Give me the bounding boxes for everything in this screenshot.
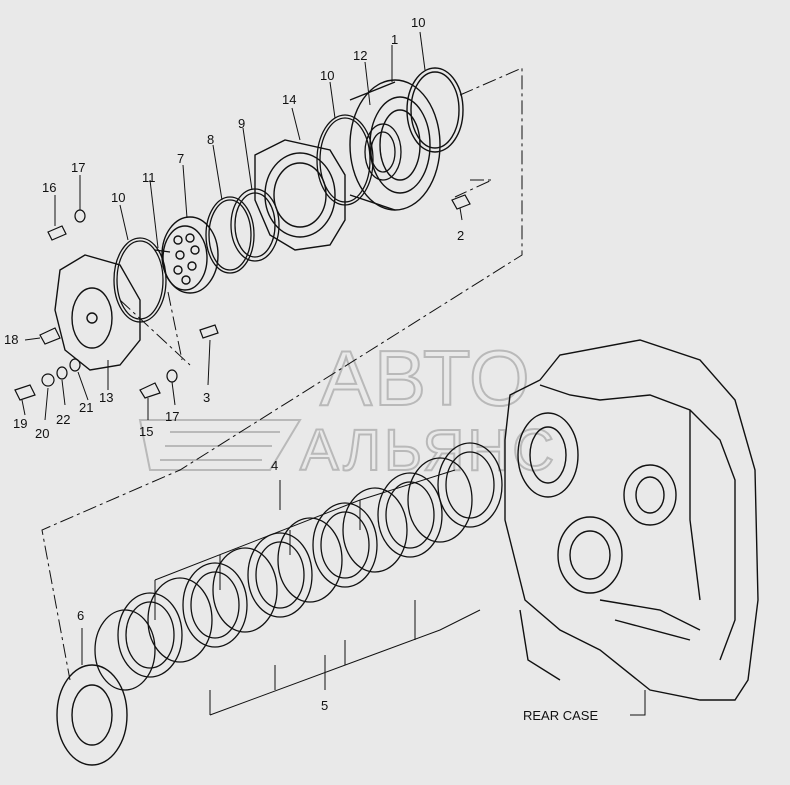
callout-5: 5 [321,698,328,713]
callout-15: 15 [139,424,153,439]
callout-10-middle: 10 [320,68,334,83]
part-8-seal-ring [205,196,255,274]
callout-11: 11 [142,170,156,185]
callout-16: 16 [42,180,56,195]
callout-22: 22 [56,412,70,427]
part-3-key [199,324,219,339]
part-12-spline-hub [364,123,402,181]
leader-lines [41,67,523,681]
callout-labels: 1 2 3 4 5 6 7 8 9 10 10 10 11 12 13 14 1… [4,15,598,723]
callout-10-left: 10 [111,190,125,205]
watermark-text-2: АЛЬЯНС [300,418,557,483]
callout-1: 1 [391,32,398,47]
callout-7: 7 [177,151,184,166]
callout-8: 8 [207,132,214,147]
callout-12: 12 [353,48,367,63]
part-21-washer [69,358,81,372]
watermark-text-1: АВТО [320,334,532,422]
part-9-seal-ring [230,188,280,262]
callout-9: 9 [238,116,245,131]
group-brackets [81,469,646,716]
part-15-bolt [139,382,161,399]
callout-17-bottom: 17 [165,409,179,424]
callout-14: 14 [282,92,296,107]
callout-13: 13 [99,390,113,405]
callout-18: 18 [4,332,18,347]
callout-19: 19 [13,416,27,431]
part-22-washer [56,366,68,380]
callout-3: 3 [203,390,210,405]
callout-17-top: 17 [71,160,85,175]
part-18-bolt [39,327,61,345]
part-17-washer-top [74,209,86,223]
callout-20: 20 [35,426,49,441]
callout-10-top: 10 [411,15,425,30]
part-10-o-ring-top [406,67,464,153]
part-11-spring [154,249,171,253]
callout-6: 6 [77,608,84,623]
part-13-cover [54,254,141,371]
part-14-piston-housing [254,139,346,251]
part-7-piston [161,216,219,294]
rear-case [504,339,759,701]
part-16-bolt [47,225,67,241]
callout-4: 4 [271,458,278,473]
part-1-clutch-housing [349,79,441,211]
rear-case-label: REAR CASE [523,708,598,723]
clutch-pack [94,442,503,691]
part-17-washer-bottom [166,369,178,383]
callout-2: 2 [457,228,464,243]
part-20-nut [41,373,55,387]
part-2-bolt [451,194,471,210]
part-19-bolt [14,384,36,401]
callout-21: 21 [79,400,93,415]
callout-leaders [21,31,463,421]
part-6-backing-plate [56,664,128,766]
watermark: АВТО АЛЬЯНС [138,333,557,484]
